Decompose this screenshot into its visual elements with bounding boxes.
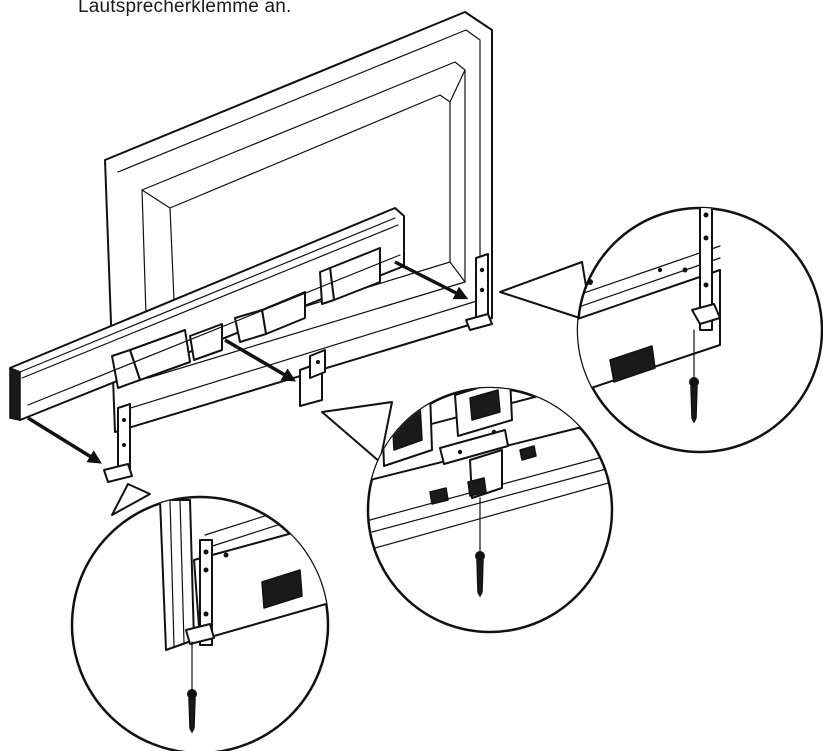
bracket-middle <box>299 349 326 407</box>
screw-icon <box>689 329 699 423</box>
screw-icon <box>475 497 485 597</box>
detail-circle-left <box>70 495 330 751</box>
callout-pointer-middle <box>321 401 393 463</box>
speaker-bar <box>9 207 405 421</box>
bracket-right <box>465 253 493 331</box>
arrow-icon <box>27 416 102 464</box>
screw-icon <box>187 641 197 733</box>
arrow-icon <box>394 260 469 300</box>
callout-pointer-left <box>111 483 151 516</box>
caption-text: Lautsprecherklemme an. <box>78 0 292 17</box>
arrow-icon <box>224 338 297 382</box>
detail-circle-middle <box>366 386 614 634</box>
detail-circle-right <box>576 206 823 454</box>
bracket-left <box>103 403 133 483</box>
